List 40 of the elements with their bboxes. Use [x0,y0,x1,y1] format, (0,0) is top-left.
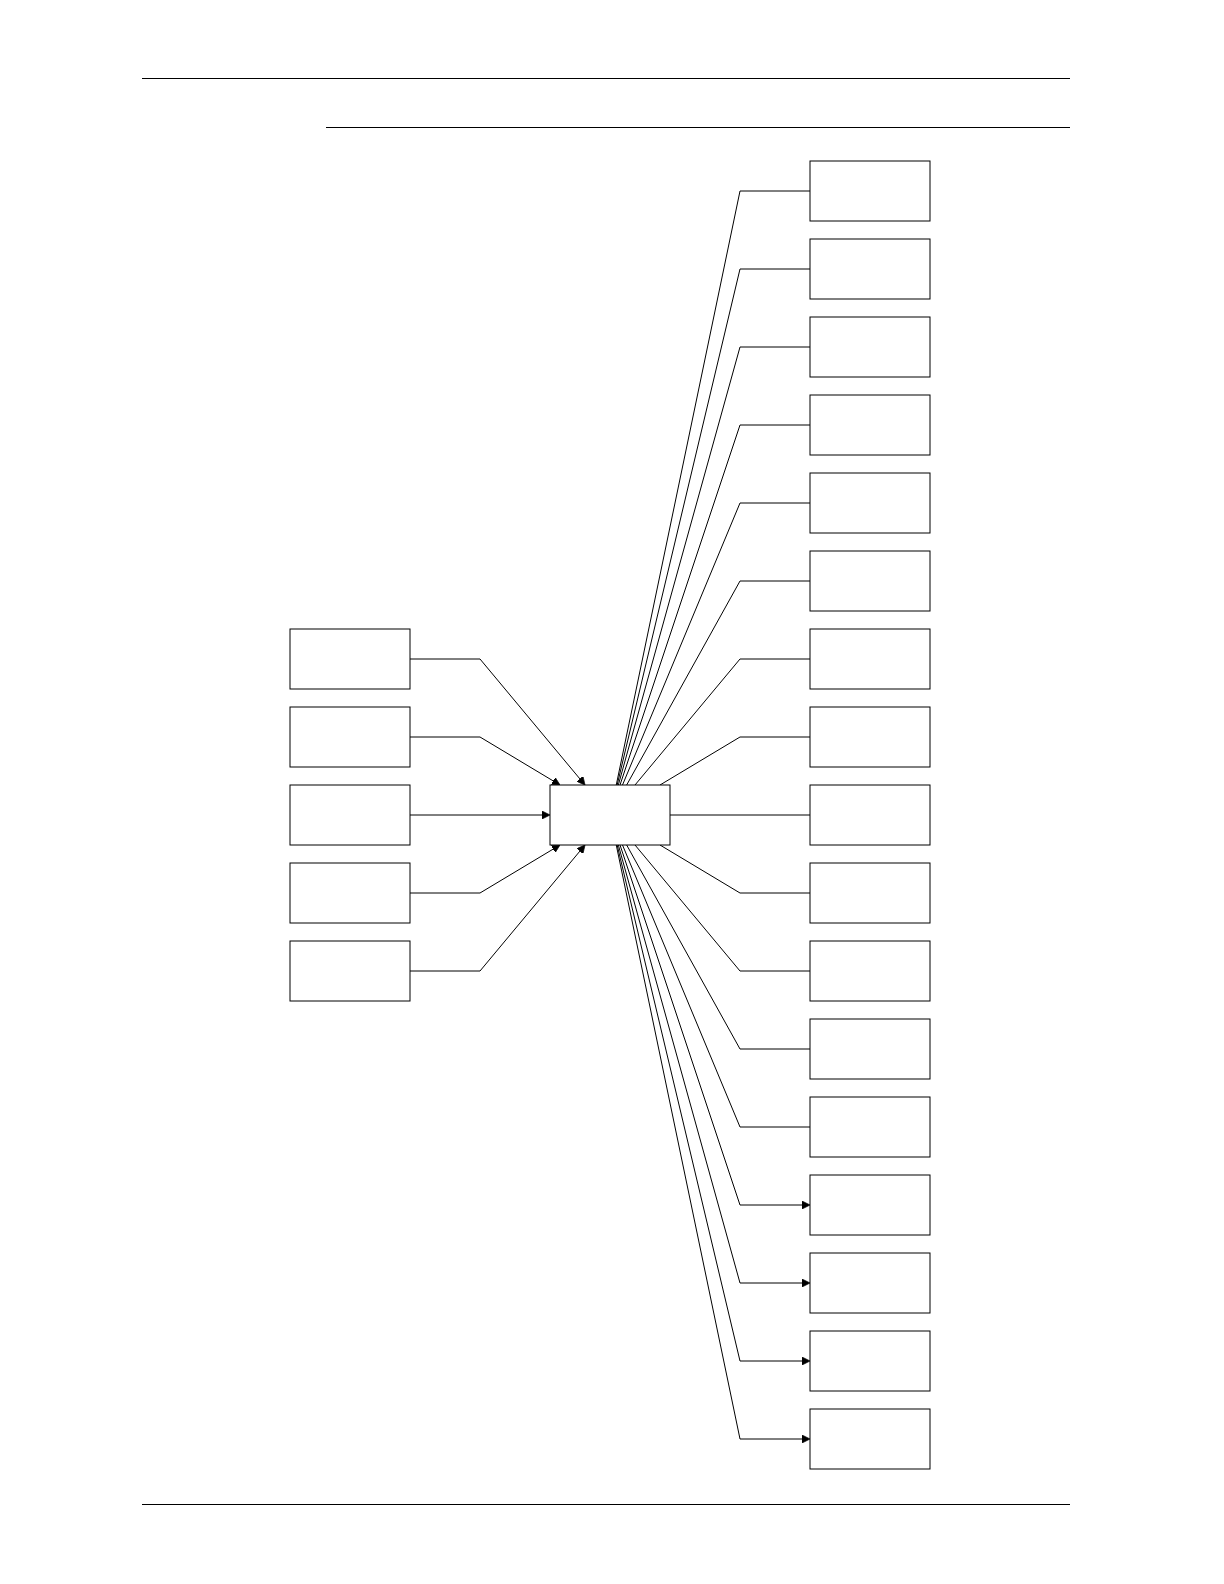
arrow [619,844,811,1210]
node-box [289,862,411,924]
arrow [409,736,561,786]
connector [669,814,811,816]
arrow [409,844,561,894]
connector [619,424,811,786]
node-box [289,940,411,1002]
node-box [809,628,931,690]
node-box [809,160,931,222]
connector [659,736,811,786]
node-box [809,472,931,534]
connector [626,580,811,786]
node-box [809,706,931,768]
node-box [809,1252,931,1314]
node-box [809,862,931,924]
arrow [617,844,811,1288]
arrow [409,810,551,820]
node-box [289,706,411,768]
node-box [809,316,931,378]
connector [634,844,811,972]
node-box [809,550,931,612]
connector [634,658,811,786]
node-box [809,1018,931,1080]
node-box [289,628,411,690]
node-box [289,784,411,846]
connector [626,844,811,1050]
node-box [809,784,931,846]
node-box [809,1096,931,1158]
node-box [809,238,931,300]
node-box [549,784,671,846]
connector [622,844,811,1128]
node-box [809,1408,931,1470]
node-box [809,394,931,456]
arrow [409,658,586,786]
node-box [809,1330,931,1392]
node-box [809,1174,931,1236]
arrow [409,844,586,972]
connector [617,346,811,786]
node-box [809,940,931,1002]
connector [622,502,811,786]
